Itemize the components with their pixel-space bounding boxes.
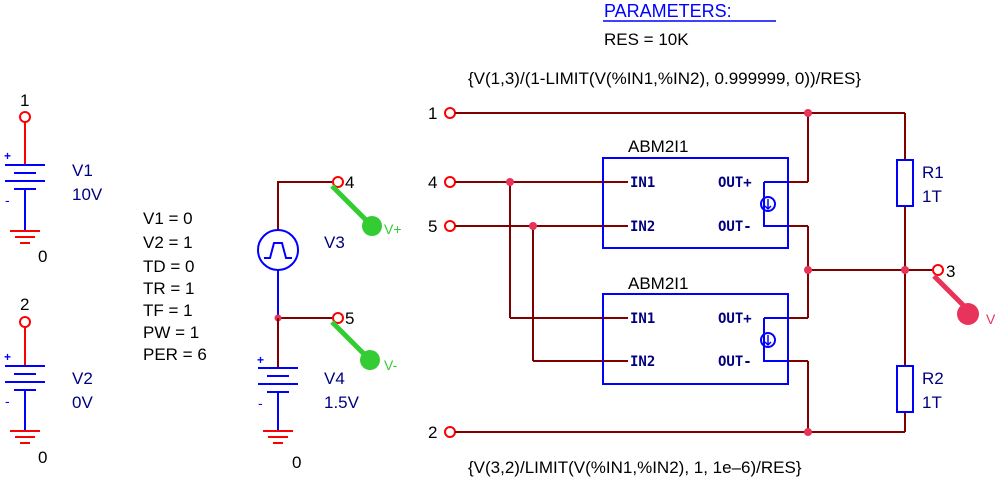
node-label-5-right: 5 bbox=[428, 217, 437, 236]
svg-text:+: + bbox=[257, 353, 264, 367]
abm-top-name: ABM2I1 bbox=[628, 137, 688, 156]
node-1-terminal[interactable] bbox=[19, 111, 31, 123]
svg-text:+: + bbox=[4, 149, 11, 163]
v4-name: V4 bbox=[324, 369, 345, 388]
battery-v4[interactable]: + - bbox=[257, 314, 332, 444]
node-4-terminal-left[interactable] bbox=[332, 176, 344, 188]
abm-top-in1: IN1 bbox=[630, 175, 655, 191]
pulse-param-td: TD = 0 bbox=[143, 257, 195, 276]
r1-name: R1 bbox=[922, 163, 944, 182]
r2-value: 1T bbox=[922, 393, 942, 412]
pulse-param-pw: PW = 1 bbox=[143, 323, 199, 342]
node-label-3: 3 bbox=[946, 262, 955, 281]
voltage-probe-vminus[interactable]: V- bbox=[330, 320, 398, 373]
abm-block-top[interactable]: ABM2I1 IN1 IN2 OUT+ OUT- bbox=[602, 137, 789, 249]
current-source-icon bbox=[760, 196, 776, 212]
pulse-param-tr: TR = 1 bbox=[143, 279, 195, 298]
parameters-title: PARAMETERS: bbox=[604, 1, 732, 21]
wires bbox=[455, 112, 932, 433]
pulse-param-tf: TF = 1 bbox=[143, 301, 193, 320]
voltage-probe-v[interactable]: V bbox=[932, 274, 996, 327]
pulse-parameters: V1 = 0 V2 = 1 TD = 0 TR = 1 TF = 1 PW = … bbox=[143, 209, 207, 364]
abm-bottom-in1: IN1 bbox=[630, 311, 655, 327]
node-2-terminal-right[interactable] bbox=[444, 426, 456, 438]
node-5-terminal-left[interactable] bbox=[332, 312, 344, 324]
pulse-source-symbol[interactable] bbox=[257, 229, 299, 271]
current-source-icon bbox=[760, 332, 776, 348]
pulse-param-v2: V2 = 1 bbox=[143, 233, 193, 252]
probe-label-vminus: V- bbox=[384, 357, 398, 373]
node-label-5-left: 5 bbox=[345, 309, 354, 328]
node-label-2-right: 2 bbox=[428, 423, 437, 442]
expression-bottom: {V(3,2)/LIMIT(V(%IN1,%IN2), 1, 1e–6)/RES… bbox=[468, 458, 802, 477]
pulse-param-per: PER = 6 bbox=[143, 345, 207, 364]
abm-bottom-outp: OUT+ bbox=[718, 311, 752, 327]
v4-value: 1.5V bbox=[324, 393, 360, 412]
node-label-1-right: 1 bbox=[428, 104, 437, 123]
voltage-probe-vplus[interactable]: V+ bbox=[330, 184, 402, 237]
node-2-terminal[interactable] bbox=[19, 316, 31, 328]
node-label-4-right: 4 bbox=[428, 173, 437, 192]
v1-ground-label: 0 bbox=[38, 247, 47, 266]
v1-name: V1 bbox=[72, 161, 93, 180]
node-4-terminal-right[interactable] bbox=[444, 176, 456, 188]
battery-v1[interactable]: + - bbox=[4, 111, 45, 244]
svg-text:-: - bbox=[5, 192, 10, 208]
svg-text:-: - bbox=[258, 395, 263, 411]
resistor-r2[interactable] bbox=[896, 365, 914, 413]
svg-text:+: + bbox=[4, 350, 11, 364]
node-5-terminal-right[interactable] bbox=[444, 220, 456, 232]
v1-value: 10V bbox=[72, 185, 103, 204]
node-label-1: 1 bbox=[20, 91, 29, 110]
r2-name: R2 bbox=[922, 369, 944, 388]
abm-top-outp: OUT+ bbox=[718, 175, 752, 191]
v3-name: V3 bbox=[324, 233, 345, 252]
abm-block-bottom[interactable]: ABM2I1 IN1 IN2 OUT+ OUT- bbox=[602, 274, 789, 385]
junction-dots bbox=[506, 109, 909, 436]
r1-value: 1T bbox=[922, 187, 942, 206]
abm-top-outm: OUT- bbox=[718, 219, 752, 235]
v2-value: 0V bbox=[72, 393, 93, 412]
abm-bottom-outm: OUT- bbox=[718, 354, 752, 370]
v4-ground-label: 0 bbox=[292, 453, 301, 472]
pulse-source-v3[interactable] bbox=[257, 181, 332, 318]
probe-label-vplus: V+ bbox=[384, 221, 402, 237]
resistor-r1[interactable] bbox=[896, 159, 914, 207]
v2-name: V2 bbox=[72, 369, 93, 388]
abm-top-in2: IN2 bbox=[630, 219, 655, 235]
abm-bottom-name: ABM2I1 bbox=[628, 274, 688, 293]
parameters-res: RES = 10K bbox=[604, 30, 689, 49]
probe-label-v: V bbox=[986, 311, 996, 327]
node-3-terminal[interactable] bbox=[932, 264, 944, 276]
node-1-terminal-right[interactable] bbox=[444, 107, 456, 119]
battery-v2[interactable]: + - bbox=[4, 316, 45, 444]
node-label-4-left: 4 bbox=[345, 173, 354, 192]
v2-ground-label: 0 bbox=[38, 448, 47, 467]
svg-text:-: - bbox=[5, 393, 10, 409]
node-label-2-left: 2 bbox=[20, 295, 29, 314]
expression-top: {V(1,3)/(1-LIMIT(V(%IN1,%IN2), 0.999999,… bbox=[468, 69, 861, 88]
abm-bottom-in2: IN2 bbox=[630, 354, 655, 370]
pulse-param-v1: V1 = 0 bbox=[143, 209, 193, 228]
pulse-wave-icon bbox=[264, 242, 292, 259]
